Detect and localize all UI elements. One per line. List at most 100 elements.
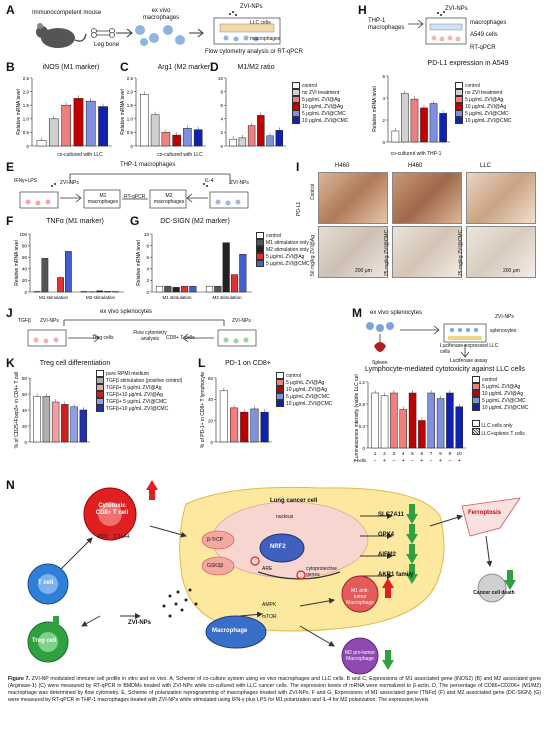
i-row2c: 25 mg/kg ZVI@CMC bbox=[458, 229, 464, 276]
bar bbox=[51, 401, 60, 443]
legend-entry: 5 μg/mL ZVI@CMC bbox=[472, 397, 548, 404]
coculture-dish-icon bbox=[213, 11, 281, 45]
tick-label: 4 bbox=[220, 117, 223, 122]
group-label: M1 stimulation bbox=[162, 295, 192, 300]
bar bbox=[418, 420, 426, 449]
tick-label: 80 bbox=[22, 376, 28, 381]
legend-swatch bbox=[292, 117, 300, 124]
panel-b-label: B bbox=[6, 60, 15, 74]
legend-label: 10 μg/mL ZVI@Ag bbox=[482, 390, 524, 397]
tick-label: 0 bbox=[210, 440, 213, 445]
c-xlabel: co-cultured with LLC bbox=[157, 152, 203, 158]
m-num-label: 2 bbox=[383, 451, 386, 456]
tick-label: 0 bbox=[26, 144, 29, 149]
bar bbox=[380, 395, 389, 449]
legend-entry: TGFβ+ 5 μg/mL ZVI@Ag bbox=[96, 384, 196, 391]
tick-label: 1.5 bbox=[23, 103, 30, 108]
panel-i-label: I bbox=[296, 160, 300, 174]
legend-swatch bbox=[276, 400, 284, 407]
panel-d-label: D bbox=[210, 60, 219, 74]
legend-entry: control bbox=[276, 372, 356, 379]
bar bbox=[239, 254, 247, 293]
n-pd1: PD1 bbox=[98, 534, 108, 540]
legend-swatch bbox=[472, 404, 480, 411]
legend-swatch bbox=[256, 239, 264, 246]
legend-label: TGFβ+ 5 μg/mL ZVI@Ag bbox=[106, 384, 162, 391]
n-zvi: ZVI-NPs bbox=[128, 620, 152, 626]
m-sign-label: + bbox=[402, 458, 405, 464]
n-btrcp: β-TrCP bbox=[207, 537, 224, 543]
legend-swatch bbox=[472, 397, 480, 404]
m-luc: Luciferase-expressed LLC cells bbox=[440, 343, 499, 355]
m-num-label: 8 bbox=[439, 451, 442, 456]
bar bbox=[33, 396, 41, 443]
legend-entry: 5 μg/mL ZVI@CMC bbox=[256, 260, 351, 267]
bar bbox=[85, 100, 96, 147]
tick-label: 8 bbox=[220, 89, 223, 94]
tick-label: 0.4 bbox=[359, 424, 366, 429]
m-sign-label: − bbox=[374, 458, 377, 464]
bar bbox=[275, 130, 284, 147]
legend-entry: 5 μg/mL ZVI@Ag bbox=[292, 96, 372, 103]
bar bbox=[150, 114, 160, 147]
legend-swatch bbox=[292, 96, 300, 103]
bar bbox=[420, 107, 428, 143]
legend-entry: 10 μg/mL ZVI@Ag bbox=[276, 386, 356, 393]
n-death: Cancer cell death bbox=[473, 590, 515, 596]
mac-label: macrophages bbox=[250, 36, 281, 42]
tick-label: 40 bbox=[22, 267, 28, 272]
j-title: ex vivo splenocytes bbox=[100, 309, 153, 315]
e-zvi1: ZVI-NPs bbox=[60, 180, 79, 186]
legend-swatch bbox=[455, 96, 463, 103]
bar bbox=[189, 285, 197, 293]
legend-swatch bbox=[276, 386, 284, 393]
n-macro: Macrophage bbox=[212, 628, 248, 634]
e-m1: M1 macrophages bbox=[87, 193, 119, 205]
bar bbox=[214, 285, 222, 293]
h-rt-label: RT-qPCR bbox=[470, 45, 496, 51]
legend-swatch bbox=[276, 379, 284, 386]
legend-entry: TGFβ stimulation (positive control) bbox=[96, 377, 196, 384]
panel-j-label: J bbox=[6, 306, 13, 320]
m-scheme bbox=[366, 322, 487, 358]
bar bbox=[238, 137, 247, 147]
legend-swatch bbox=[455, 103, 463, 110]
panel-g-label: G bbox=[130, 214, 140, 228]
tick-label: 0 bbox=[24, 290, 27, 295]
legend-swatch bbox=[472, 383, 480, 390]
n-akr1: AKR1 family bbox=[378, 572, 414, 578]
bar bbox=[266, 135, 274, 147]
n-treg: Treg cell bbox=[32, 638, 57, 644]
legend-entry: control bbox=[455, 82, 545, 89]
legend-label: control bbox=[286, 372, 302, 379]
legend-label: 5 μg/mL ZVI@Ag bbox=[286, 379, 325, 386]
bar bbox=[172, 287, 180, 293]
legend-label: 5 μg/mL ZVI@Ag bbox=[266, 253, 305, 260]
bar bbox=[73, 98, 84, 147]
y-axis-label: Relative mRNA level bbox=[120, 89, 126, 135]
n-nucleus: nucleus bbox=[276, 514, 294, 520]
bar bbox=[41, 258, 49, 293]
tick-label: 40 bbox=[22, 408, 28, 413]
b-title: iNOS (M1 marker) bbox=[42, 64, 100, 71]
n-nrf2: NRF2 bbox=[270, 544, 286, 550]
legend-label: 5 μg/mL ZVI@Ag bbox=[302, 96, 341, 103]
legend-label: M2 stimulation only bbox=[266, 246, 309, 253]
n-aifm2: AIFM2 bbox=[378, 552, 396, 558]
legend-label: 10 μg/mL ZVI@CMC bbox=[482, 404, 529, 411]
legend-entry: control bbox=[292, 82, 372, 89]
f-title: TNFα (M1 marker) bbox=[46, 218, 104, 225]
h-dish-icon bbox=[408, 11, 467, 45]
tick-label: 2.5 bbox=[127, 76, 134, 81]
tick-label: 4 bbox=[146, 267, 149, 272]
m-spleno: ex vivo splenocytes bbox=[370, 310, 423, 316]
j-zvi2: ZVI-NPs bbox=[232, 318, 251, 324]
tick-label: 0.5 bbox=[127, 130, 134, 135]
legend-label: TGFβ+ 5 μg/mL ZVI@CMC bbox=[106, 398, 167, 405]
n-slc: SLC7A11 bbox=[378, 512, 405, 518]
